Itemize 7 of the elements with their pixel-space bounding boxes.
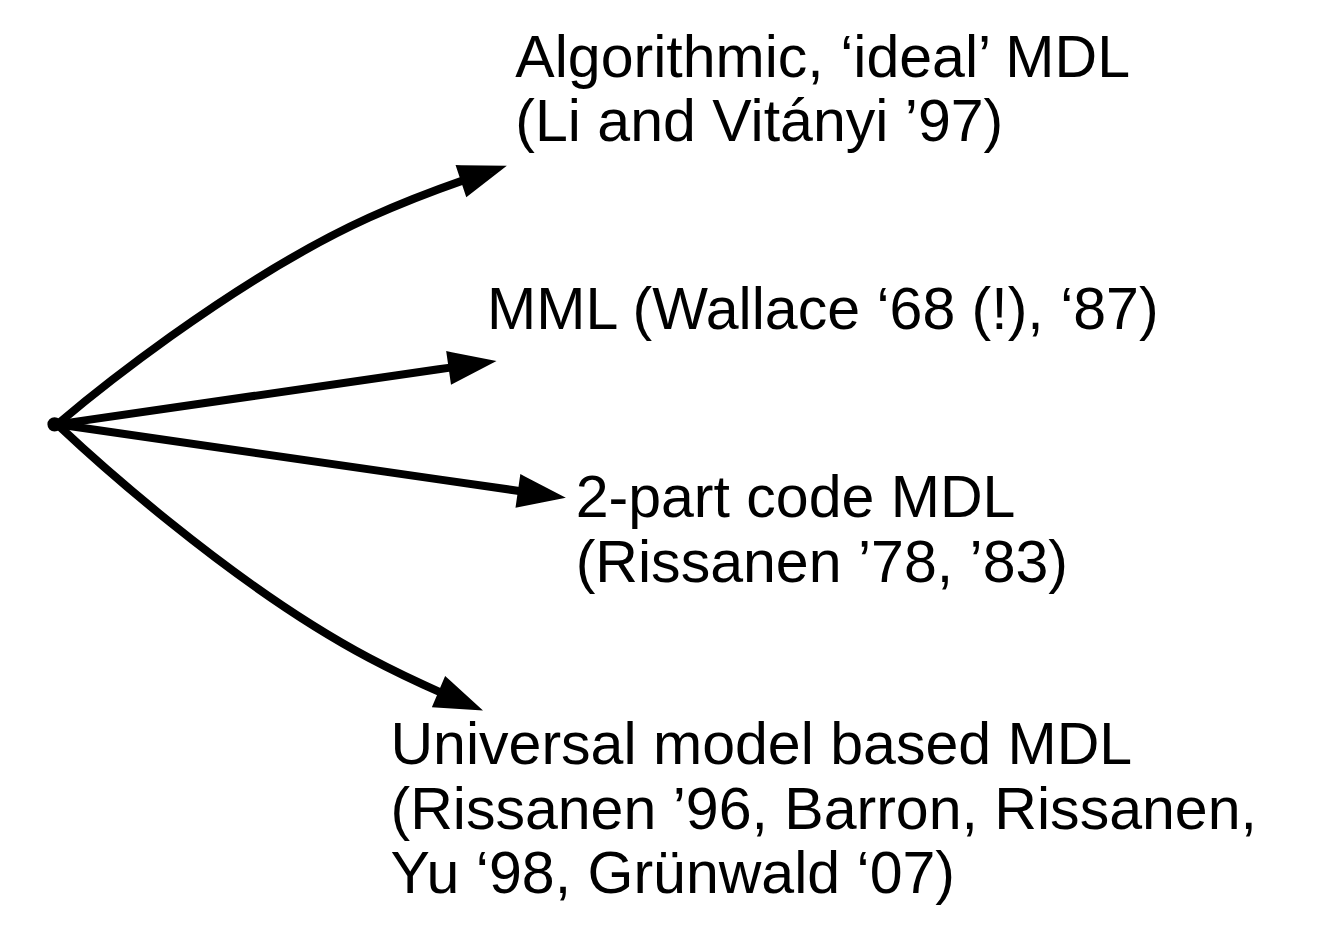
arrow: [57, 165, 507, 426]
node-point: [46, 417, 62, 432]
arrow: [56, 424, 483, 711]
node-text: 2-part code MDL (Rissanen ’78, ’83): [575, 464, 1068, 595]
node-text: MML (Wallace ‘68 (!), ‘87): [486, 276, 1159, 343]
node-text: Universal model based MDL (Rissanen ’96, Barron, Rissanen, Yu ‘98, Grünwald ‘07): [389, 711, 1257, 907]
node-text: Algorithmic, ‘ideal’ MDL (Li and Vitányi ’97): [514, 24, 1130, 155]
